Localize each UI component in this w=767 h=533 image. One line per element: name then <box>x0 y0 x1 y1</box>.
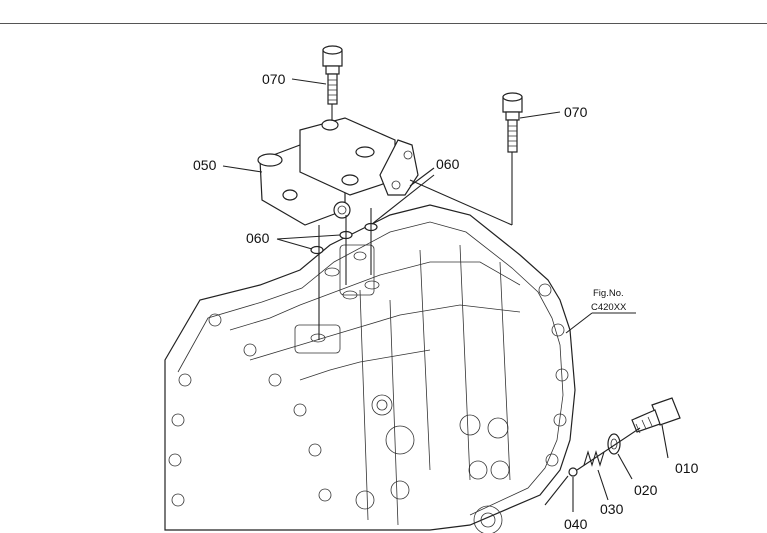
callout-070-right: 070 <box>564 104 588 120</box>
callout-070-top: 070 <box>262 71 286 87</box>
assembly-guide-lines <box>318 104 641 506</box>
figure-number-code: C420XX <box>591 302 627 313</box>
callout-030: 030 <box>600 501 624 517</box>
transmission-housing <box>164 204 576 533</box>
callout-010: 010 <box>675 460 699 476</box>
callout-060-right: 060 <box>436 156 460 172</box>
valve-body-part-050 <box>257 117 419 226</box>
callout-050: 050 <box>193 157 217 173</box>
washer-part-020 <box>607 433 621 455</box>
callout-040: 040 <box>564 516 588 532</box>
plug-part-010 <box>631 397 681 434</box>
hex-bolt-part-070-right <box>502 92 523 153</box>
o-rings-part-060 <box>310 222 378 255</box>
hex-bolt-part-070-top <box>322 45 343 105</box>
callout-020: 020 <box>634 482 658 498</box>
leader-lines <box>222 78 669 512</box>
callout-060-left: 060 <box>246 230 270 246</box>
header-divider <box>0 23 767 24</box>
ball-part-040 <box>568 467 578 477</box>
figure-number-label: Fig.No. <box>593 288 624 299</box>
